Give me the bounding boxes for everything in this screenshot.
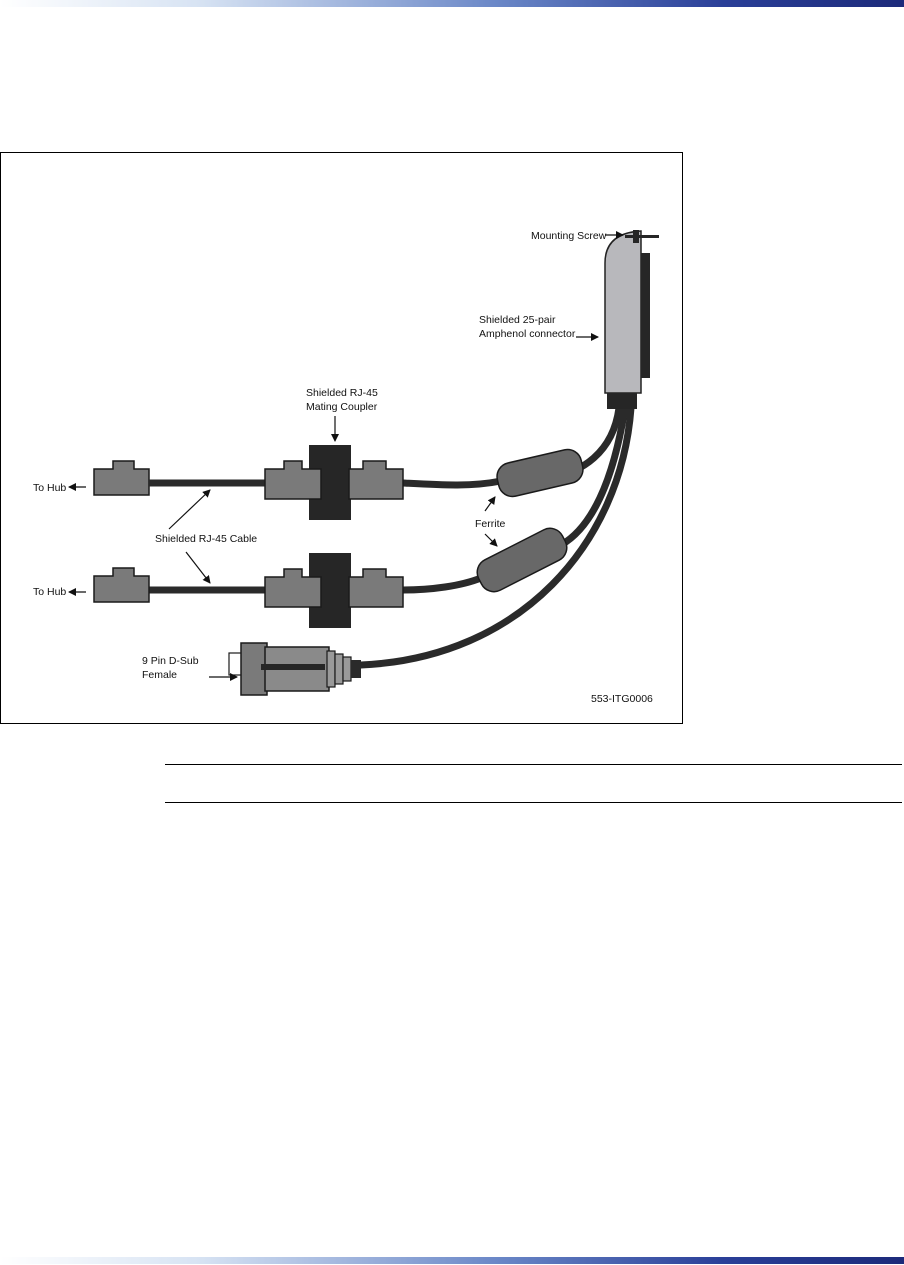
ferrite-bottom [476,527,568,593]
label-coupler-1: Shielded RJ-45 [306,387,378,399]
cable-diagram-figure: Mounting Screw Shielded 25-pair Amphenol… [0,152,683,724]
label-dsub-2: Female [142,669,177,681]
label-mounting-screw: Mounting Screw [531,230,607,242]
caption-rule-top [165,764,902,765]
label-to-hub-top: To Hub [33,482,66,494]
cables [357,404,635,669]
leader-arrows [68,231,624,681]
caption-rule-bottom [165,802,902,803]
label-to-hub-bottom: To Hub [33,586,66,598]
header-band [0,0,904,7]
rj45-coupler-bottom [264,553,404,628]
amphenol-connector [604,230,659,409]
rj45-plug-bottom-left [93,567,150,603]
label-amphenol-1: Shielded 25-pair [479,314,556,326]
footer-band [0,1257,904,1264]
rj45-coupler-top [264,445,404,520]
label-coupler-2: Mating Coupler [306,401,378,413]
label-amphenol-2: Amphenol connector [479,328,576,340]
label-ferrite: Ferrite [475,518,505,530]
rj45-plug-top-left [93,460,150,496]
figure-id: 553-ITG0006 [591,693,653,705]
dsub-connector [228,642,361,696]
label-dsub-1: 9 Pin D-Sub [142,655,199,667]
label-cable: Shielded RJ-45 Cable [155,533,257,545]
ferrite-top [496,448,584,498]
cable-diagram-svg: Mounting Screw Shielded 25-pair Amphenol… [33,230,659,705]
